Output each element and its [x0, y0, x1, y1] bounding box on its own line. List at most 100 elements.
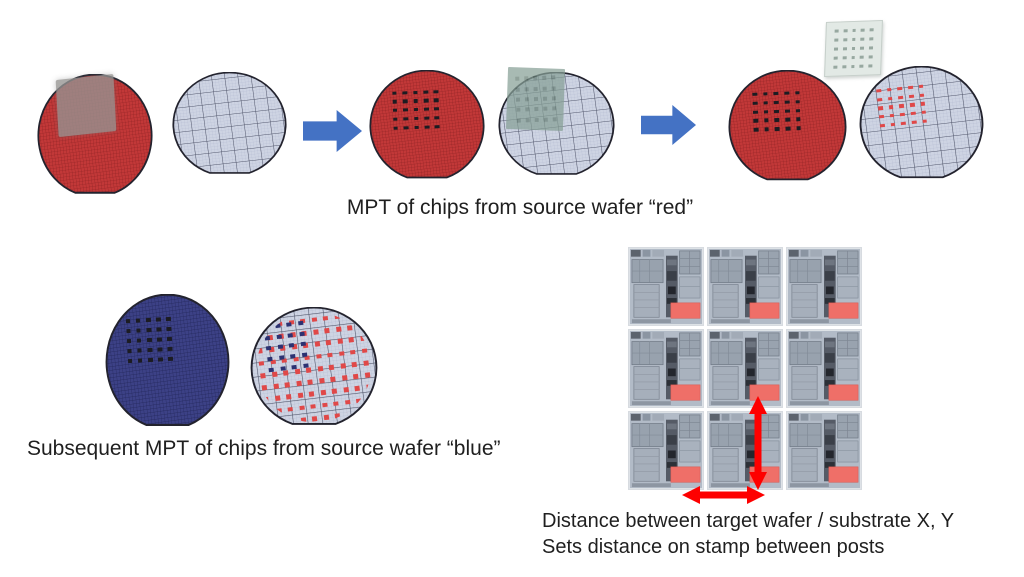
chip-dot — [344, 399, 350, 406]
chip-dot — [295, 381, 302, 387]
chip-dot — [860, 37, 865, 42]
chip-dot — [784, 99, 790, 104]
chip-dot — [910, 111, 916, 116]
chip-dot — [326, 352, 333, 358]
red-flow-caption: MPT of chips from source wafer “red” — [346, 196, 694, 219]
chip-dot — [267, 356, 273, 362]
chip-dot — [313, 341, 320, 348]
chip-dot — [167, 337, 173, 342]
chip-dot — [137, 348, 143, 353]
wafer-graphic — [105, 294, 230, 426]
blue-flow-caption: Subsequent MPT of chips from source wafe… — [27, 437, 501, 460]
die-photo-art — [787, 412, 861, 489]
chip-dot — [525, 118, 530, 123]
chip-dot — [318, 378, 324, 384]
chip-dot — [764, 127, 769, 131]
chip-dot — [158, 357, 164, 362]
chip-dot — [339, 363, 346, 369]
chip-dot — [843, 29, 848, 33]
chip-dot — [434, 90, 439, 94]
chip-dot — [272, 383, 279, 390]
chip-dot — [753, 118, 759, 123]
chip-dot — [148, 358, 154, 363]
stamp-on-target-wafer — [505, 67, 566, 131]
chip-dot — [908, 94, 914, 98]
chip-dot — [341, 375, 347, 381]
chip-dot — [533, 107, 538, 112]
chip-dot — [869, 37, 874, 41]
chip-dot — [413, 91, 419, 95]
chip-dot — [752, 101, 758, 105]
chip-dot — [774, 118, 780, 122]
chip-dot — [868, 55, 873, 59]
chip-dot — [896, 86, 902, 91]
chip-dot — [403, 108, 409, 113]
chip-dot — [888, 105, 894, 109]
chip-dot — [265, 346, 272, 352]
chip-dot — [146, 318, 151, 323]
chip-dot — [833, 56, 838, 60]
chip-dot — [316, 366, 323, 372]
chip-dot — [146, 328, 152, 333]
chip-dot — [515, 118, 521, 123]
chip-dot — [393, 126, 399, 131]
wafer-graphic — [172, 72, 287, 174]
chip-dot — [278, 355, 285, 361]
chip-dot — [551, 96, 556, 101]
chip-dot — [308, 391, 315, 398]
chip-dot — [784, 108, 790, 113]
chip-dot — [360, 348, 367, 354]
chip-dot — [524, 107, 529, 112]
chip-dot — [351, 361, 357, 368]
chip-dot — [346, 325, 353, 331]
chip-dot — [328, 364, 334, 371]
chip-dot — [541, 75, 546, 80]
chip-dot — [753, 127, 759, 132]
chip-dot — [261, 385, 267, 391]
chip-dot — [784, 91, 790, 95]
die-photo — [628, 329, 704, 408]
chip-dot — [126, 319, 131, 324]
chip-dot — [796, 126, 801, 130]
chip-dot — [321, 402, 327, 408]
chip-dot — [843, 38, 847, 42]
die-photo-art — [708, 248, 782, 325]
chip-dot — [413, 99, 419, 104]
chip-dot — [322, 316, 328, 322]
chip-dot — [834, 38, 839, 42]
die-photo-art — [787, 330, 861, 407]
picked-chip-sites — [123, 314, 176, 367]
chip-dot — [168, 347, 173, 352]
chip-dot — [297, 321, 304, 326]
chip-dot — [298, 405, 305, 411]
die-photo — [786, 247, 862, 326]
chip-dot — [297, 393, 303, 399]
chip-dot — [900, 121, 906, 126]
chip-dot — [286, 322, 292, 328]
chip-dot — [259, 373, 266, 379]
chip-dot — [136, 328, 142, 333]
chip-dot — [920, 110, 926, 115]
chip-dot — [434, 99, 440, 103]
chip-dot — [523, 76, 528, 81]
chip-dot — [542, 107, 548, 112]
chip-dot — [329, 376, 336, 383]
chip-dot — [842, 47, 847, 51]
chip-dot — [331, 389, 337, 395]
red-source-wafer-step3 — [727, 70, 848, 187]
chip-dot — [403, 117, 409, 122]
chips-on-stamp — [512, 72, 559, 126]
blue-source-wafer — [104, 294, 231, 434]
chip-dot — [909, 102, 915, 107]
target-wafer-step3 — [858, 66, 985, 185]
distance-caption-line2: Sets distance on stamp between posts — [542, 536, 885, 558]
chip-dot — [869, 46, 874, 50]
chip-dot — [543, 117, 548, 122]
chip-dot — [834, 29, 839, 34]
chip-dot — [423, 90, 429, 95]
chip-dot — [300, 342, 306, 347]
chip-dot — [290, 354, 296, 359]
chip-dot — [752, 109, 758, 114]
chip-dot — [752, 92, 758, 96]
chip-dot — [921, 119, 927, 124]
